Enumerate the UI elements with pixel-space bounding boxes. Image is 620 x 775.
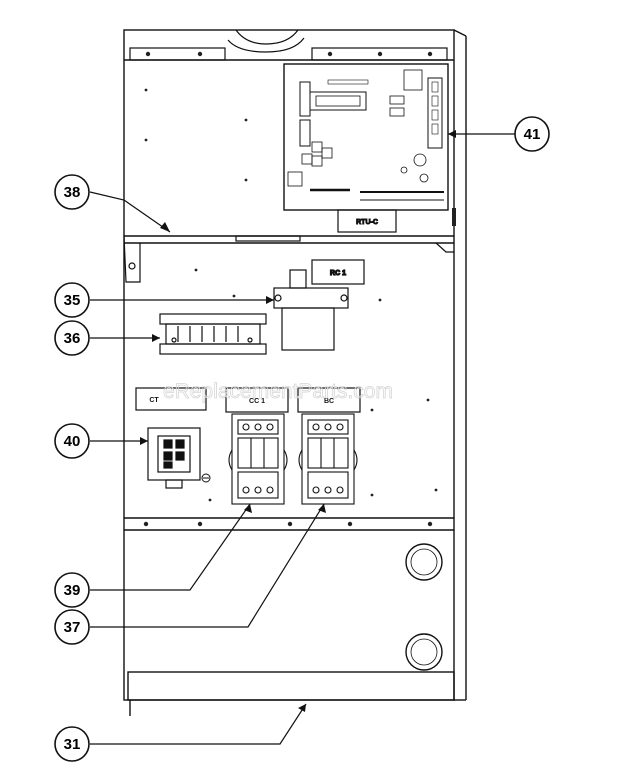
relay — [147, 427, 201, 489]
callout-41: 41 — [514, 116, 550, 152]
callout-35: 35 — [54, 282, 90, 318]
callout-38: 38 — [54, 174, 90, 210]
rc-relay-label: RC 1 — [330, 270, 346, 277]
svg-text:40: 40 — [64, 433, 81, 450]
knockout-holes — [405, 543, 443, 671]
top-notch — [129, 29, 448, 61]
watermark: eReplacementParts.com — [163, 380, 393, 403]
contactor-bc — [298, 413, 358, 505]
transformer: RC 1 — [273, 259, 365, 351]
callout-37: 37 — [54, 609, 90, 645]
rtu-board-label: RTU-C — [356, 219, 378, 226]
callout-31: 31 — [54, 726, 90, 762]
svg-text:37: 37 — [64, 619, 81, 636]
svg-text:36: 36 — [64, 330, 81, 347]
callout-39: 39 — [54, 572, 90, 608]
ct-label: CT — [149, 397, 159, 404]
terminal-block — [159, 313, 267, 355]
mounting-rail — [123, 235, 454, 283]
bc-contactor-label: BC — [324, 398, 334, 405]
callout-36: 36 — [54, 320, 90, 356]
svg-text:35: 35 — [64, 292, 81, 309]
callout-40: 40 — [54, 423, 90, 459]
svg-text:39: 39 — [64, 582, 81, 599]
contactor-cc — [228, 413, 288, 505]
leader-arrowheads — [140, 130, 456, 712]
ct-block: CT — [135, 387, 207, 411]
mounting-screws — [143, 51, 438, 527]
svg-text:38: 38 — [64, 184, 81, 201]
cc-contactor-label: CC 1 — [249, 398, 265, 405]
svg-text:31: 31 — [64, 736, 81, 753]
rtu-control-board: RTU-C — [283, 63, 456, 233]
svg-text:41: 41 — [524, 126, 541, 143]
panel-outline — [123, 29, 467, 716]
contactor-labels: CC 1 BC — [225, 387, 361, 413]
ground-screw — [201, 473, 211, 483]
